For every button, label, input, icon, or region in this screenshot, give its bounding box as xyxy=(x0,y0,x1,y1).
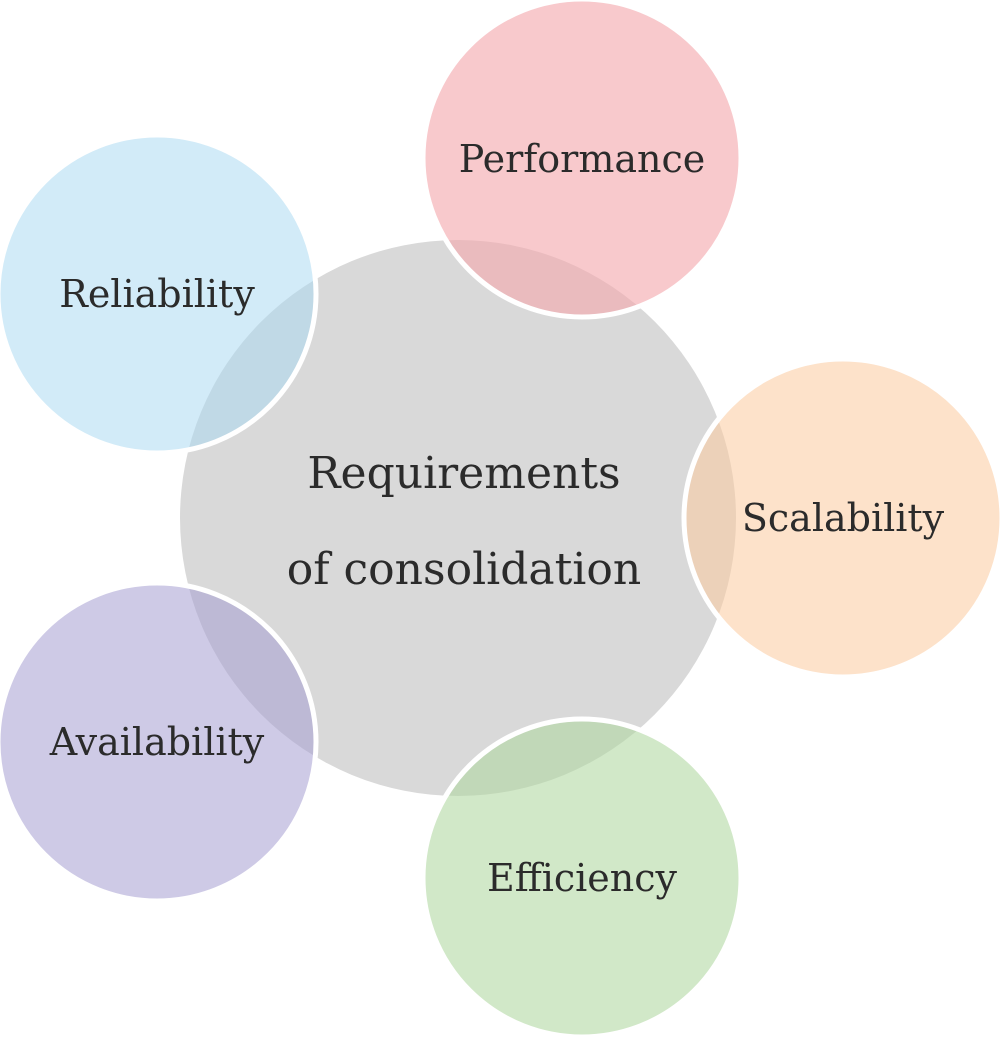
scalability-circle xyxy=(681,356,1000,680)
efficiency-label: Efficiency xyxy=(487,856,678,900)
reliability-circle xyxy=(0,132,319,456)
reliability-label: Reliability xyxy=(59,272,255,316)
center-circle xyxy=(180,240,736,796)
center-label-line2: of consolidation xyxy=(287,544,641,595)
efficiency-circle xyxy=(420,716,744,1040)
scalability-label: Scalability xyxy=(742,496,945,540)
performance-circle xyxy=(420,0,744,320)
availability-label: Availability xyxy=(49,720,265,764)
availability-circle xyxy=(0,580,319,904)
performance-label: Performance xyxy=(459,137,706,181)
center-label-line1: Requirements xyxy=(307,448,620,499)
